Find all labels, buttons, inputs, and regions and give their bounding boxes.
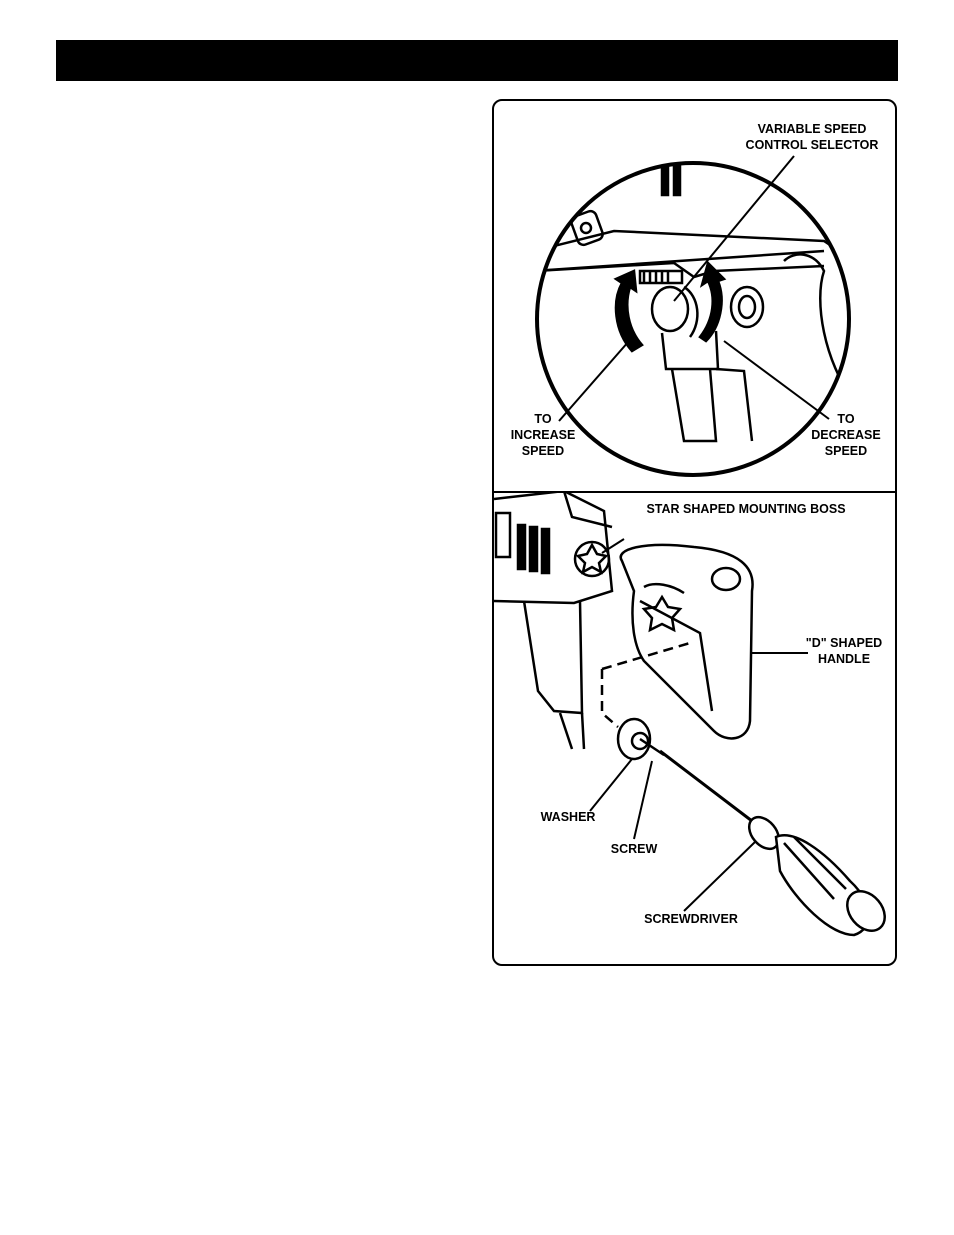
label-decrease-speed: TO DECREASE SPEED — [811, 412, 881, 458]
header-bar — [56, 40, 898, 81]
d-handle-illustration — [494, 491, 886, 937]
figure-divider — [494, 491, 895, 493]
figure-frame: VARIABLE SPEED CONTROL SELECTOR TO INCRE… — [492, 99, 897, 966]
label-variable-speed-selector: VARIABLE SPEED CONTROL SELECTOR — [745, 122, 879, 152]
label-washer: WASHER — [540, 810, 596, 824]
label-screw: SCREW — [610, 842, 658, 856]
label-d-handle: "D" SHAPED HANDLE — [805, 636, 883, 666]
label-increase-speed: TO INCREASE SPEED — [510, 412, 576, 458]
speed-selector-illustration — [535, 155, 851, 477]
label-star-mounting-boss: STAR SHAPED MOUNTING BOSS — [646, 502, 846, 516]
label-screwdriver: SCREWDRIVER — [644, 912, 738, 926]
